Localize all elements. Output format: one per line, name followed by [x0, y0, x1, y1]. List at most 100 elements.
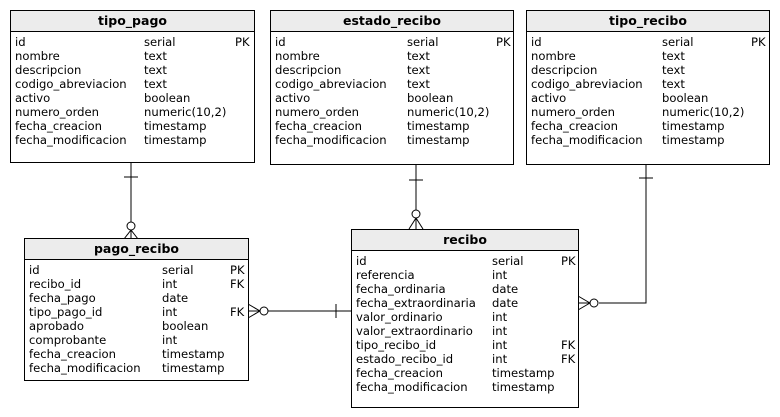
column-name: fecha_modificacion	[29, 361, 141, 375]
column-type: numeric(10,2)	[144, 105, 227, 119]
column-type: int	[492, 310, 508, 324]
column-type: int	[162, 305, 178, 319]
column-name: fecha_ordinaria	[356, 282, 446, 296]
column-type: text	[662, 63, 685, 77]
column-name: numero_orden	[15, 105, 100, 119]
column-type: serial	[162, 263, 194, 277]
column-type: text	[407, 77, 430, 91]
column-type: serial	[492, 254, 524, 268]
column-type: date	[162, 291, 189, 305]
column-row: fecha_modificacion timestamp	[11, 133, 254, 147]
column-name: referencia	[356, 268, 415, 282]
column-type: text	[144, 49, 167, 63]
column-row: numero_orden numeric(10,2)	[11, 105, 254, 119]
column-type: text	[407, 49, 430, 63]
column-name: estado_recibo_id	[356, 352, 454, 366]
column-name: id	[29, 263, 40, 277]
column-type: boolean	[162, 319, 209, 333]
column-key: PK	[235, 35, 250, 49]
rel-tipo-recibo-recibo	[577, 164, 653, 311]
column-type: text	[407, 63, 430, 77]
column-key: FK	[561, 338, 576, 352]
column-name: fecha_modificacion	[15, 133, 127, 147]
column-type: serial	[662, 35, 694, 49]
entity-title: recibo	[352, 230, 578, 251]
column-type: int	[492, 324, 508, 338]
column-type: serial	[144, 35, 176, 49]
column-type: boolean	[662, 91, 709, 105]
entity-title: estado_recibo	[271, 11, 513, 32]
column-name: valor_ordinario	[356, 310, 443, 324]
column-name: fecha_creacion	[531, 119, 618, 133]
column-key: FK	[230, 305, 245, 319]
column-name: codigo_abreviacion	[15, 77, 127, 91]
entity-title: tipo_pago	[11, 11, 254, 32]
column-key: FK	[561, 352, 576, 366]
column-type: boolean	[407, 91, 454, 105]
column-name: descripcion	[531, 63, 598, 77]
column-name: nombre	[15, 49, 60, 63]
column-name: id	[356, 254, 367, 268]
column-name: fecha_creacion	[29, 347, 116, 361]
column-type: timestamp	[162, 347, 225, 361]
column-type: int	[162, 277, 178, 291]
column-row: valor_extraordinario int	[352, 324, 578, 338]
column-type: timestamp	[407, 133, 470, 147]
column-type: timestamp	[144, 133, 207, 147]
column-name: nombre	[275, 49, 320, 63]
column-type: text	[662, 49, 685, 63]
column-name: valor_extraordinario	[356, 324, 473, 338]
column-type: numeric(10,2)	[407, 105, 490, 119]
column-name: fecha_pago	[29, 291, 96, 305]
column-type: timestamp	[662, 119, 725, 133]
column-key: PK	[751, 35, 766, 49]
column-name: activo	[15, 91, 51, 105]
column-type: int	[492, 352, 508, 366]
entity-title: tipo_recibo	[527, 11, 769, 32]
column-name: fecha_creacion	[356, 366, 443, 380]
column-name: id	[275, 35, 286, 49]
column-row: nombre text	[11, 49, 254, 63]
column-name: fecha_creacion	[275, 119, 362, 133]
column-type: timestamp	[162, 361, 225, 375]
column-type: text	[144, 63, 167, 77]
column-name: fecha_extraordinaria	[356, 296, 476, 310]
column-type: serial	[407, 35, 439, 49]
column-row: fecha_extraordinaria date	[352, 296, 578, 310]
column-row: fecha_modificacion timestamp	[271, 133, 513, 147]
column-name: fecha_modificacion	[356, 380, 468, 394]
column-name: fecha_modificacion	[275, 133, 387, 147]
column-name: codigo_abreviacion	[275, 77, 387, 91]
rel-recibo-pago-recibo	[247, 303, 351, 319]
column-type: timestamp	[662, 133, 725, 147]
column-name: fecha_creacion	[15, 119, 102, 133]
column-type: date	[492, 296, 519, 310]
